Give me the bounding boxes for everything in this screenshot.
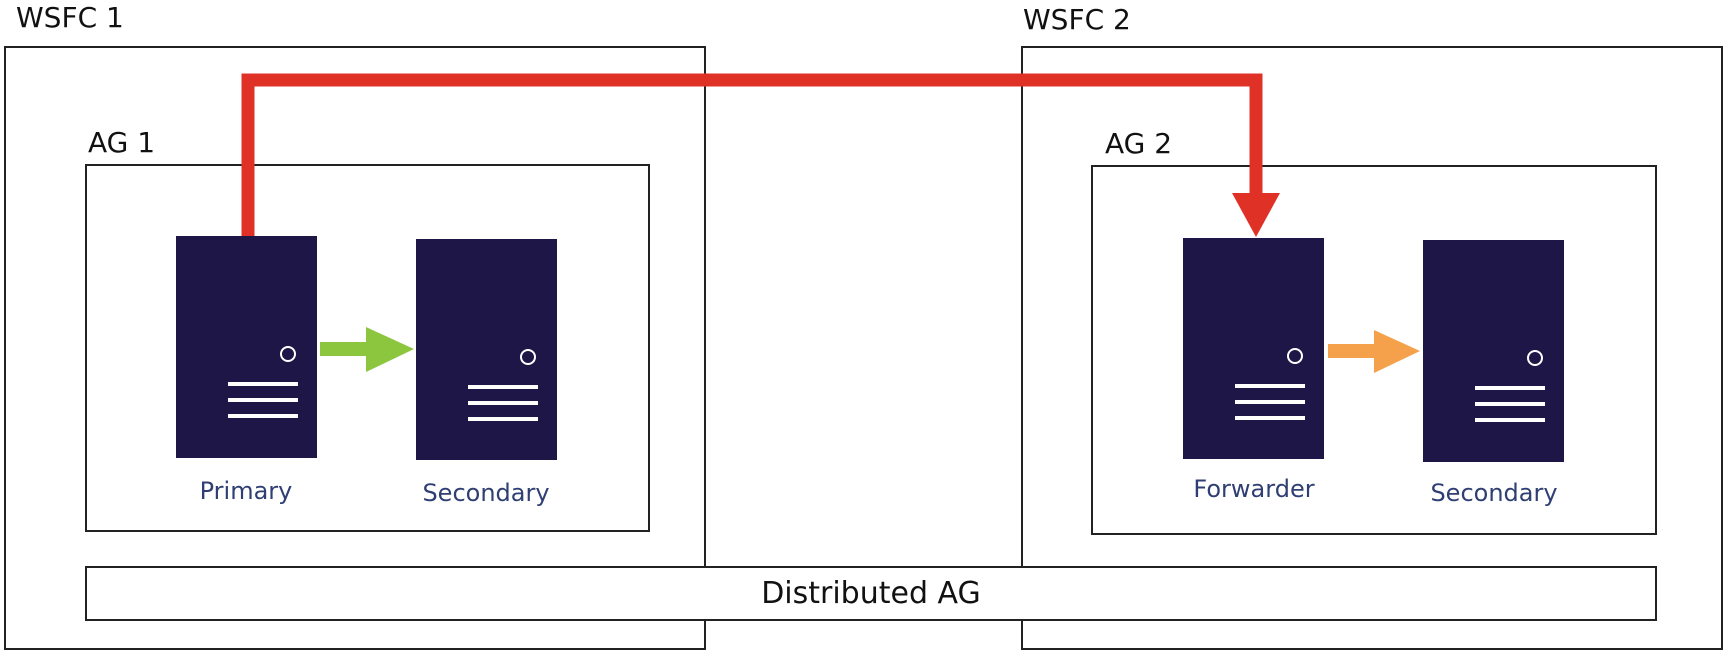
server-led-icon — [1287, 348, 1303, 364]
ag1-box — [85, 164, 650, 532]
wsfc2-label: WSFC 2 — [1023, 3, 1131, 36]
server-led-icon — [280, 346, 296, 362]
distributed-ag-label: Distributed AG — [761, 576, 981, 611]
server-slot — [1475, 402, 1545, 406]
distributed-ag-bar: Distributed AG — [85, 566, 1657, 621]
server-forwarder — [1183, 238, 1324, 459]
server-slot — [228, 382, 298, 386]
server-primary-label: Primary — [199, 477, 293, 505]
server-slot — [1235, 384, 1305, 388]
server-slot — [1475, 418, 1545, 422]
server-secondary-ag2-label: Secondary — [1430, 479, 1558, 507]
ag2-label: AG 2 — [1105, 127, 1173, 160]
server-led-icon — [1527, 350, 1543, 366]
server-slot — [1235, 400, 1305, 404]
server-slot — [1235, 416, 1305, 420]
server-secondary-ag1-label: Secondary — [422, 479, 550, 507]
server-slot — [468, 385, 538, 389]
server-slot — [1475, 386, 1545, 390]
wsfc2-box — [1021, 46, 1723, 650]
ag1-label: AG 1 — [88, 126, 156, 159]
wsfc1-label: WSFC 1 — [16, 1, 124, 34]
server-slot — [468, 417, 538, 421]
server-secondary-ag2 — [1423, 240, 1564, 462]
wsfc1-box — [4, 46, 706, 650]
server-forwarder-label: Forwarder — [1193, 475, 1315, 503]
server-secondary-ag1 — [416, 239, 557, 460]
server-primary — [176, 236, 317, 458]
server-slot — [228, 398, 298, 402]
server-slot — [468, 401, 538, 405]
ag2-box — [1091, 165, 1657, 535]
server-led-icon — [520, 349, 536, 365]
server-slot — [228, 414, 298, 418]
